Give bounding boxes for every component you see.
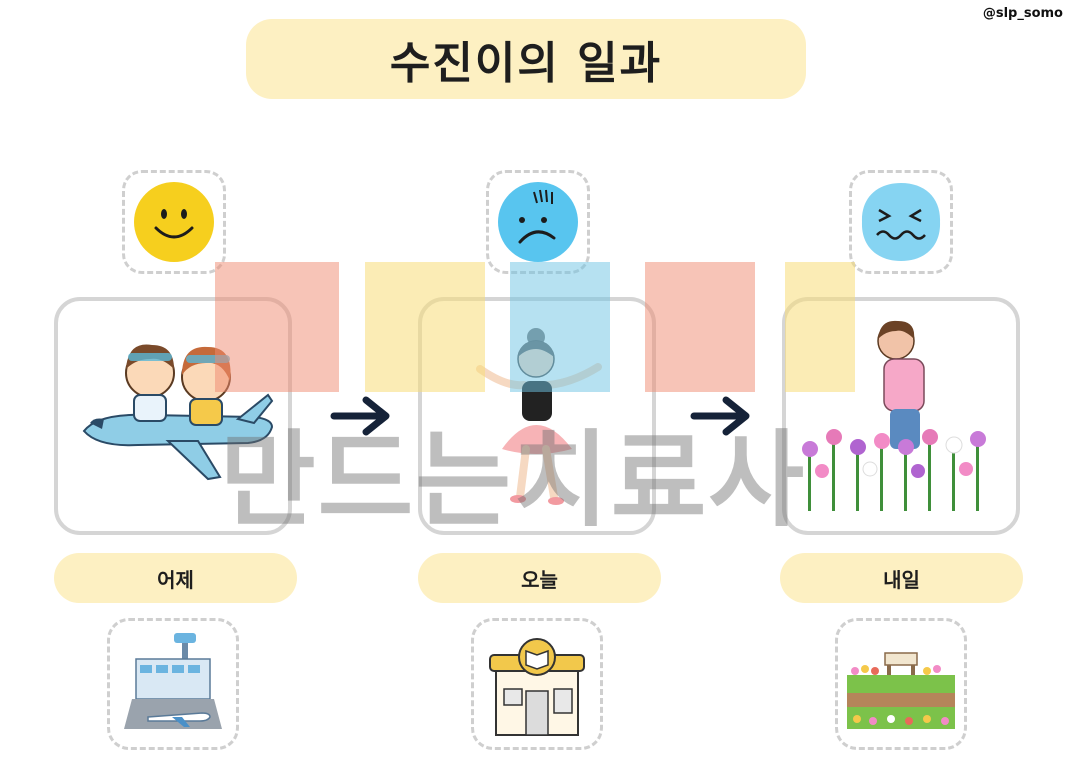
sad-face-icon — [498, 182, 578, 262]
title-banner: 수진이의 일과 — [246, 19, 806, 99]
day-label-tomorrow: 내일 — [780, 553, 1023, 603]
happy-face-icon — [134, 182, 214, 262]
emotion-box-yesterday — [122, 170, 226, 274]
dance-academy-icon — [489, 638, 585, 736]
watermark-text: 만드는치료사 — [220, 419, 807, 541]
day-label-yesterday: 어제 — [54, 553, 297, 603]
airport-icon — [124, 633, 222, 729]
park-icon — [847, 652, 955, 729]
arrow-right-icon — [690, 396, 750, 436]
arrow-right-icon — [330, 396, 390, 436]
place-box-today — [471, 618, 603, 750]
day-label-today: 오늘 — [418, 553, 661, 603]
emotion-box-today — [486, 170, 590, 274]
place-box-tomorrow — [835, 618, 967, 750]
author-handle: @slp_somo — [982, 6, 1063, 21]
emotion-box-tomorrow — [849, 170, 953, 274]
anxious-face-icon — [861, 183, 941, 261]
flower-garden-illustration — [802, 320, 986, 511]
activity-card-tomorrow — [782, 297, 1020, 535]
page-title: 수진이의 일과 — [389, 38, 663, 89]
place-box-yesterday — [107, 618, 239, 750]
